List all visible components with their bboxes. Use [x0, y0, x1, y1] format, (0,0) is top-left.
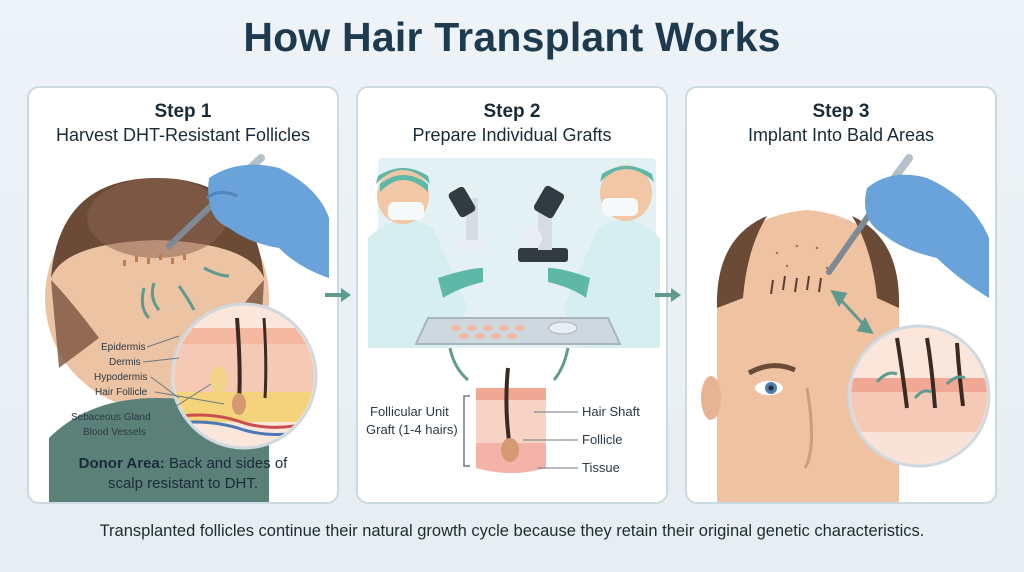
- step-arrow-1-icon: [323, 285, 353, 305]
- donor-line1: Back and sides of: [169, 455, 287, 472]
- graft-tray: [416, 318, 620, 344]
- graft-bracket: [464, 396, 470, 466]
- label-hypodermis: Hypodermis: [94, 372, 147, 383]
- step-2-heading: Prepare Individual Grafts: [358, 125, 666, 146]
- label-dermis: Dermis: [109, 357, 141, 368]
- step-2-panel: Step 2 Prepare Individual Grafts: [356, 86, 668, 504]
- graft-label-line1: Follicular Unit: [370, 404, 449, 419]
- step-arrow-2-icon: [653, 285, 683, 305]
- label-follicle: Follicle: [582, 432, 622, 447]
- step-3-number: Step 3: [687, 101, 995, 123]
- step-1-heading: Harvest DHT-Resistant Follicles: [29, 125, 337, 146]
- step-3-heading: Implant Into Bald Areas: [687, 125, 995, 146]
- label-hair-follicle: Hair Follicle: [95, 387, 148, 398]
- donor-label: Donor Area:: [79, 455, 165, 472]
- footer-caption: Transplanted follicles continue their na…: [0, 522, 1024, 541]
- label-hair-shaft: Hair Shaft: [582, 404, 640, 419]
- label-tissue: Tissue: [582, 460, 620, 475]
- skin-cross-section: [169, 304, 329, 448]
- step-2-illustration: Follicular Unit Graft (1-4 hairs) Hair S…: [358, 148, 668, 504]
- step-1-panel: Step 1 Harvest DHT-Resistant Follicles: [27, 86, 339, 504]
- step-1-number: Step 1: [29, 101, 337, 123]
- follicular-unit-graft: [476, 368, 546, 473]
- label-blood-vessels: Blood Vessels: [83, 427, 146, 438]
- step-3-panel: Step 3 Implant Into Bald Areas: [685, 86, 997, 504]
- page-title: How Hair Transplant Works: [0, 14, 1024, 61]
- step-1-illustration: Epidermis Dermis Hypodermis Hair Follicl…: [29, 148, 339, 504]
- donor-line2: scalp resistant to DHT.: [108, 475, 258, 492]
- step-3-illustration: [687, 148, 997, 504]
- label-epidermis: Epidermis: [101, 342, 145, 353]
- donor-area-caption: Donor Area: Back and sides of scalp resi…: [29, 454, 337, 494]
- step-2-number: Step 2: [358, 101, 666, 123]
- graft-label-line2: Graft (1-4 hairs): [366, 422, 458, 437]
- label-sebaceous-gland: Sebaceous Gland: [71, 412, 151, 423]
